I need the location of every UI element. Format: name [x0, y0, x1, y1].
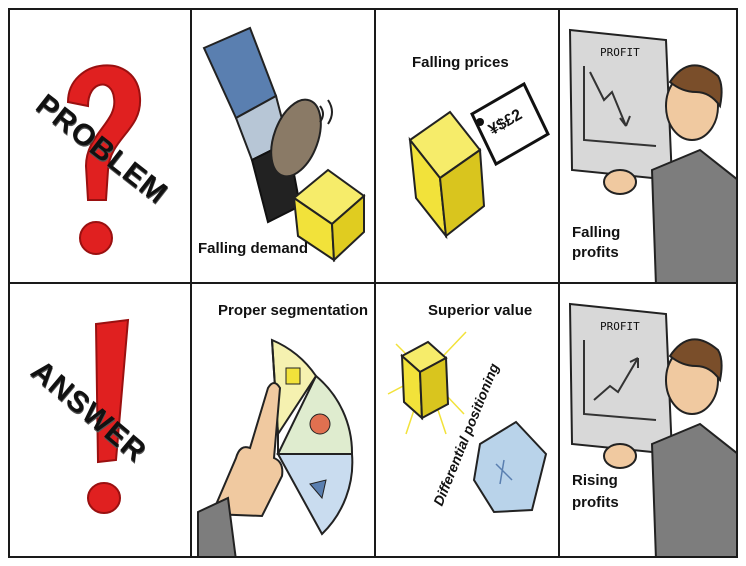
pointing-hand-icon — [197, 382, 284, 556]
falling-profits-label-2: profits — [572, 244, 619, 261]
segmentation-pie-icon — [270, 338, 354, 536]
panel-falling-demand: Falling demand — [190, 8, 376, 284]
profit-sign-rising: PROFIT — [600, 320, 640, 333]
falling-demand-label: Falling demand — [198, 240, 309, 257]
panel-proper-segmentation: Proper segmentation — [190, 282, 376, 558]
superior-value-label: Superior value — [428, 302, 533, 319]
price-tag-icon — [470, 81, 550, 167]
proper-segmentation-label: Proper segmentation — [218, 302, 369, 319]
profit-sign: PROFIT — [600, 46, 640, 59]
falling-prices-label: Falling prices — [412, 54, 509, 71]
panel-superior-value: Superior value Differential positioning — [374, 282, 560, 558]
rising-profits-label-2: profits — [572, 494, 619, 511]
falling-profits-label-1: Falling — [572, 224, 621, 241]
crumpled-box-icon — [472, 420, 548, 514]
falling-box-icon — [408, 110, 486, 240]
glowing-box-icon — [387, 331, 467, 435]
yellow-box-icon — [292, 168, 366, 263]
panel-answer: ANSWER — [8, 282, 192, 558]
question-mark-icon — [66, 64, 142, 255]
kicking-leg-icon — [202, 26, 333, 224]
panel-falling-prices: Falling prices ¥$£2 — [374, 8, 560, 284]
man-holding-chart-icon-2 — [603, 338, 736, 556]
panel-problem: PROBLEM — [8, 8, 192, 284]
rising-profits-label-1: Rising — [572, 472, 618, 489]
exclamation-mark-icon — [87, 318, 130, 514]
panel-falling-profits: PROFIT Falling profits — [558, 8, 738, 284]
man-holding-chart-icon — [603, 64, 736, 282]
panel-rising-profits: PROFIT Rising profits — [558, 282, 738, 558]
